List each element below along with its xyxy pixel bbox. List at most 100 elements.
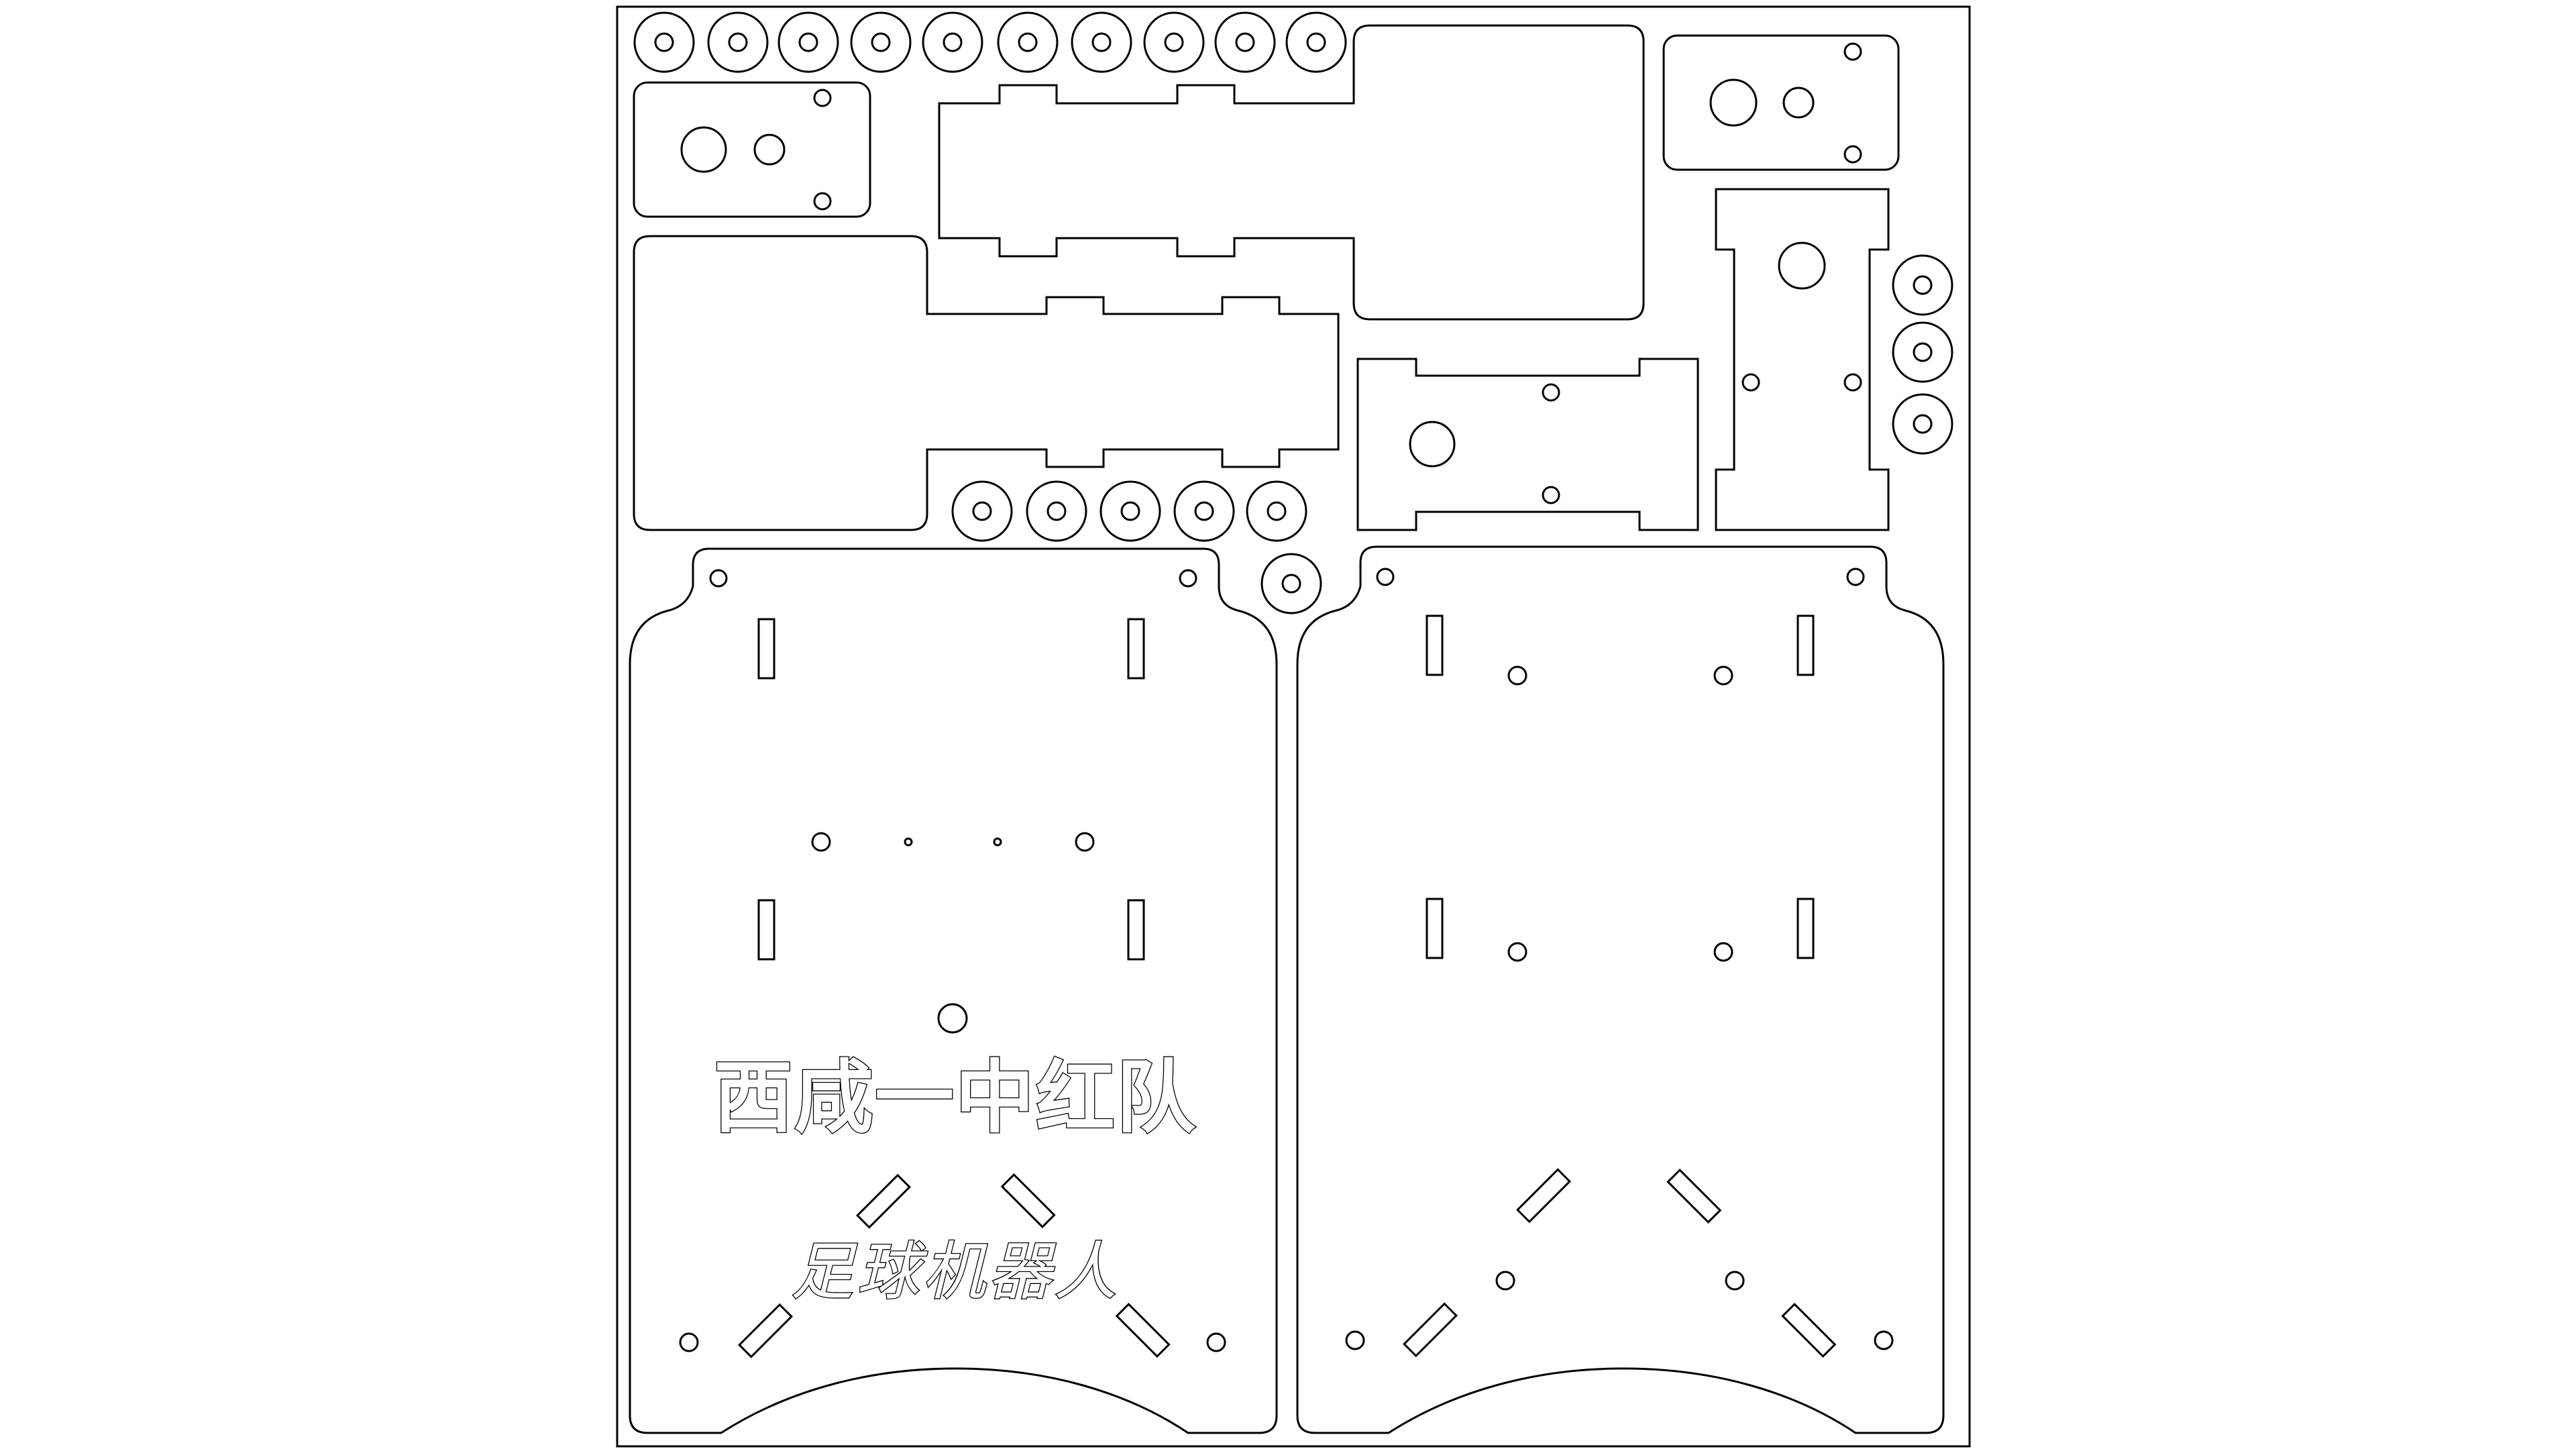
washer-outer-ring (1892, 254, 1953, 316)
bracket-large-hole (1709, 78, 1758, 127)
plate-screw-hole (1495, 1271, 1515, 1291)
bracket-large-hole (680, 126, 727, 173)
plate-screw-hole (1713, 665, 1733, 686)
plate-screw-hole (1179, 569, 1197, 588)
washer-outer-ring (997, 11, 1059, 73)
washer-inner-hole (1164, 32, 1184, 52)
side-panel-lower (633, 235, 1340, 531)
plate-screw-hole (1507, 942, 1527, 962)
mount-screw-hole (1741, 373, 1760, 392)
washer-outer-ring (1071, 11, 1132, 73)
washer-outer-ring (633, 11, 695, 73)
plate-slot-diagonal (1781, 1302, 1837, 1358)
plate-slot-diagonal (1000, 1173, 1056, 1229)
washer-outer-ring (1285, 11, 1347, 73)
plate-screw-hole (1075, 832, 1095, 852)
bracket-screw-hole (813, 192, 832, 211)
washer-column-right (1892, 254, 1953, 455)
plate-screw-hole (1725, 1271, 1745, 1291)
washer-outer-ring (850, 11, 912, 73)
plate-slot-diagonal (1115, 1302, 1171, 1358)
washer-inner-hole (1306, 32, 1326, 52)
washer-inner-hole (1913, 414, 1933, 434)
washer-inner-hole (871, 32, 891, 52)
plate-slot (757, 618, 775, 680)
plate-screw-hole (811, 832, 831, 852)
washer-inner-hole (1913, 342, 1933, 362)
plate-screw-hole (1376, 568, 1395, 586)
plate-screw-hole (1874, 1330, 1894, 1350)
washer-outer-ring (1892, 393, 1953, 455)
mount-screw-hole (1843, 373, 1862, 392)
washer-inner-hole (1913, 275, 1933, 295)
plate-slot (1796, 898, 1815, 959)
plate-slot-diagonal (737, 1303, 794, 1358)
washer-outer-ring (1143, 11, 1205, 73)
washer-outer-ring (1892, 321, 1953, 383)
washer-inner-hole (1091, 32, 1112, 52)
bracket-top-left (633, 81, 871, 218)
mount-screw-hole (1542, 383, 1560, 402)
washer-outer-ring (951, 480, 1013, 542)
bracket-outline (633, 81, 871, 218)
bracket-screw-hole (1843, 42, 1862, 61)
washer-outer-ring (1260, 553, 1322, 614)
plate-screw-hole (1206, 1332, 1226, 1352)
plate-engraving-title: 西咸一中红队 (714, 1051, 1197, 1144)
plate-slot (1127, 618, 1145, 680)
washer-inner-hole (798, 32, 818, 52)
plate-screw-hole (1846, 568, 1865, 586)
washer-outer-ring (922, 11, 983, 73)
washer-inner-hole (654, 32, 674, 52)
plate-slot-diagonal (1402, 1302, 1458, 1358)
washer-inner-hole (1267, 501, 1287, 521)
plate-screw-hole (1345, 1330, 1365, 1350)
mount-large-hole (1778, 241, 1826, 290)
motor-mount-horizontal (1356, 358, 1699, 531)
washer-outer-ring (1173, 480, 1235, 542)
washer-inner-hole (1046, 501, 1067, 521)
base-plate-left: 西咸一中红队 足球机器人 (629, 547, 1278, 1434)
plate-slot (1426, 898, 1444, 959)
plate-outline (1296, 545, 1945, 1434)
plate-slot (1796, 614, 1815, 676)
bracket-screw-hole (813, 89, 832, 107)
washer-row-top (633, 11, 1347, 73)
washer-outer-ring (1026, 480, 1087, 542)
plate-pin-hole (904, 837, 913, 847)
washer-outer-ring (1246, 480, 1307, 542)
washer-inner-hole (943, 32, 963, 52)
washer-inner-hole (1120, 501, 1140, 521)
plate-pin-hole (993, 837, 1002, 847)
washer-inner-hole (1281, 574, 1301, 594)
bracket-medium-hole (1782, 87, 1815, 119)
sheet-border (616, 5, 1971, 1448)
bracket-medium-hole (753, 133, 786, 166)
plate-center-hole (937, 1003, 968, 1034)
plate-engraving-subtitle: 足球机器人 (791, 1236, 1120, 1309)
washer-inner-hole (972, 501, 992, 521)
washer-outer-ring (1099, 480, 1161, 542)
washer-inner-hole (728, 32, 748, 52)
mount-large-hole (1409, 421, 1456, 468)
plate-screw-hole (1713, 942, 1733, 962)
side-panel-upper (938, 24, 1645, 321)
base-plate-right (1296, 545, 1945, 1434)
motor-mount-vertical (1715, 188, 1890, 531)
plate-screw-hole (709, 569, 728, 588)
washer-row-middle (951, 480, 1322, 614)
washer-inner-hole (1235, 32, 1255, 52)
plate-outline (629, 547, 1278, 1434)
plate-screw-hole (1507, 665, 1527, 686)
washer-outer-ring (707, 11, 769, 73)
mount-outline (1356, 358, 1699, 531)
mount-outline (1715, 188, 1890, 531)
plate-slot-diagonal (1666, 1168, 1722, 1224)
plate-slot-diagonal (1515, 1168, 1572, 1224)
plate-slot (757, 899, 775, 961)
mount-screw-hole (1542, 486, 1560, 504)
plate-slot-diagonal (855, 1173, 912, 1229)
plate-slot (1127, 899, 1145, 961)
